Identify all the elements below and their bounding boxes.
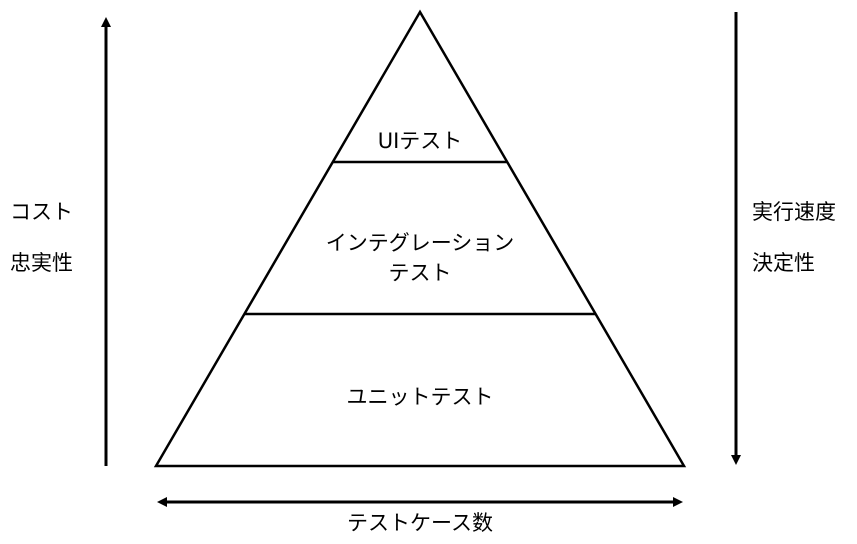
left-axis-label-cost: コスト: [10, 200, 73, 224]
bottom-axis-label: テストケース数: [347, 511, 493, 535]
right-axis-label-determinism: 決定性: [752, 251, 815, 275]
left-axis-label-fidelity: 忠実性: [10, 251, 73, 275]
right-axis-label-speed: 実行速度: [752, 200, 836, 224]
pyramid-outline: [153, 9, 687, 468]
tier-label-unit-test: ユニットテスト: [346, 385, 494, 409]
tier-label-integration-test-line1: インテグレーション: [325, 231, 515, 255]
tier-label-integration-test-line2: テスト: [388, 261, 452, 285]
tier-label-ui-test: UIテスト: [377, 129, 463, 153]
